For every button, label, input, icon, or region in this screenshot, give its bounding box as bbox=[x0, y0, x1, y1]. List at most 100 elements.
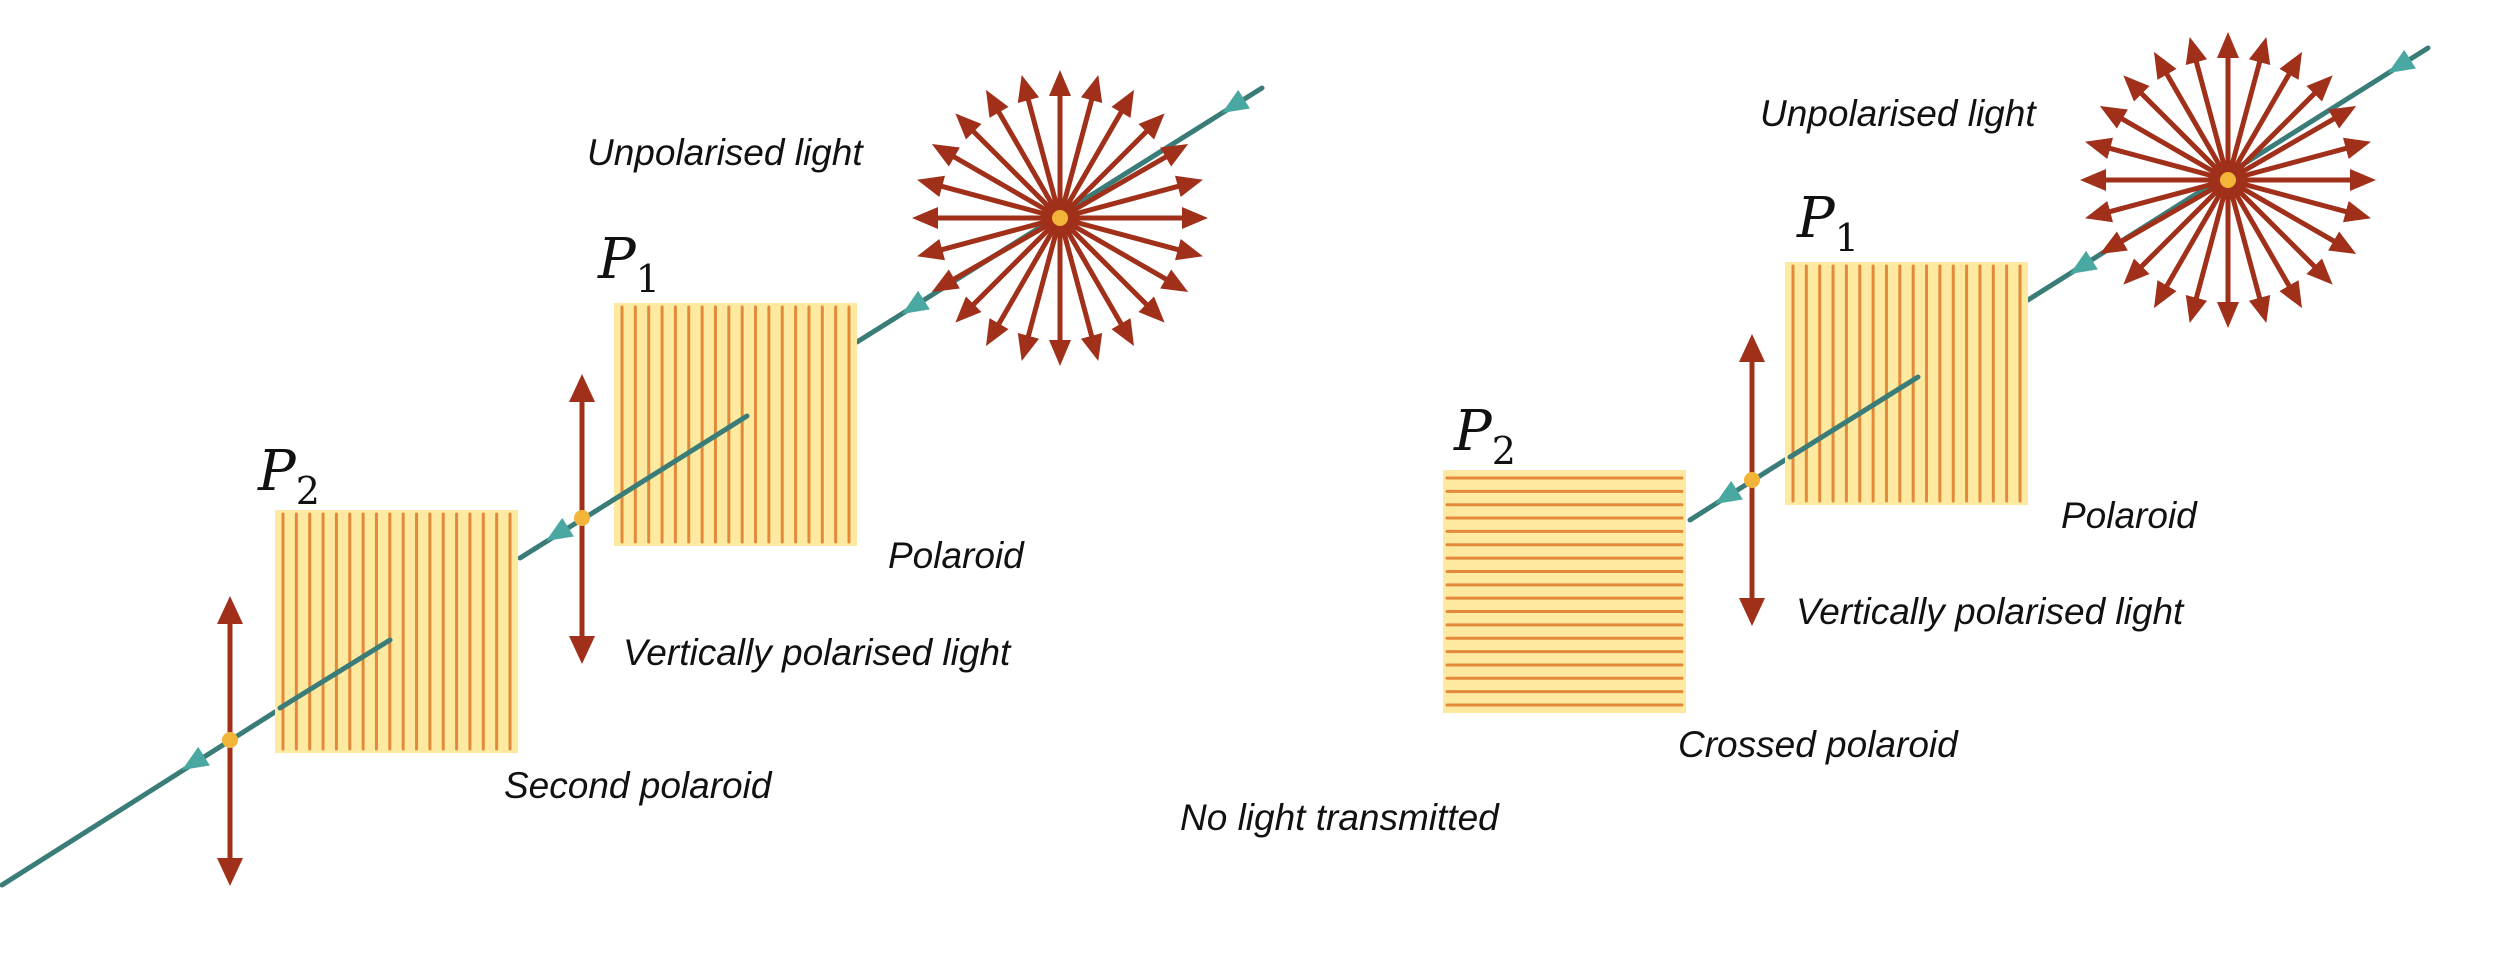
right-polaroid-label: Polaroid bbox=[2061, 495, 2198, 536]
left-panel: Unpolarised light P1 P2 Polaroid Vertica… bbox=[0, 70, 1265, 888]
left-unpolarised-label: Unpolarised light bbox=[587, 132, 864, 173]
right-ray-arrow-top bbox=[2388, 49, 2416, 73]
left-burst-center-dot bbox=[1052, 210, 1068, 226]
left-burst-arrow-head bbox=[1049, 70, 1071, 96]
left-burst-arrow-head bbox=[986, 89, 1009, 118]
right-burst-arrow-head bbox=[2306, 258, 2333, 285]
right-burst-arrow-head bbox=[2306, 75, 2333, 102]
right-burst-arrow-head bbox=[2248, 37, 2271, 66]
right-burst-arrow-head bbox=[2185, 294, 2208, 323]
left-vertical-label: Vertically polarised light bbox=[623, 632, 1012, 673]
left-burst-arrow-head bbox=[986, 318, 1009, 347]
left-vert2-dot bbox=[222, 732, 238, 748]
right-burst-arrow-head bbox=[2217, 32, 2239, 58]
left-transmitted-polarisation-arrow bbox=[217, 596, 243, 886]
left-vert1-up-head bbox=[569, 374, 595, 402]
left-burst-arrow-shaft bbox=[1057, 182, 1186, 221]
right-burst-arrow-shaft bbox=[2115, 177, 2231, 247]
left-burst-arrow-shaft bbox=[947, 151, 1063, 221]
left-burst-arrow-shaft bbox=[967, 125, 1063, 221]
right-ray-arrow-lower bbox=[1715, 480, 1743, 504]
right-burst-arrow-shaft bbox=[2102, 177, 2231, 216]
left-vert2-up-head bbox=[217, 596, 243, 624]
right-burst-arrow-head bbox=[2154, 51, 2177, 80]
left-burst-arrow-head bbox=[1017, 332, 1040, 361]
right-burst-arrow-shaft bbox=[2115, 113, 2231, 183]
left-burst-arrow-head bbox=[1138, 113, 1165, 140]
left-p2-subscript: 2 bbox=[296, 469, 320, 513]
right-burst-arrow-shaft bbox=[2225, 67, 2295, 183]
left-burst-arrow-head bbox=[1160, 269, 1189, 292]
right-ray-inside-p1 bbox=[1787, 374, 1921, 460]
left-burst-arrow-head bbox=[1080, 332, 1103, 361]
left-ray-arrow-bottom bbox=[182, 746, 210, 770]
right-p2-subscript: 2 bbox=[1492, 429, 1516, 473]
left-burst-arrow-head bbox=[1174, 238, 1203, 261]
left-p1-letter: P bbox=[597, 227, 637, 292]
right-burst-arrow-shaft bbox=[2225, 144, 2354, 183]
left-burst-arrow-shaft bbox=[947, 215, 1063, 285]
right-burst-arrow-head bbox=[2185, 37, 2208, 66]
left-p2-letter: P bbox=[257, 439, 297, 504]
left-burst-arrow-head bbox=[1111, 89, 1134, 118]
right-vert1-dot bbox=[1744, 472, 1760, 488]
right-vert1-up-head bbox=[1739, 334, 1765, 362]
right-burst-arrow-shaft bbox=[2225, 177, 2321, 273]
left-vert1-dot bbox=[574, 510, 590, 526]
left-burst-arrow-shaft bbox=[1057, 151, 1173, 221]
left-burst-arrow-head bbox=[917, 175, 946, 198]
right-burst-center-dot bbox=[2220, 172, 2236, 188]
right-burst-arrow-shaft bbox=[2192, 54, 2231, 183]
left-burst-arrow-shaft bbox=[1057, 215, 1173, 285]
left-ray-arrow-top bbox=[1222, 89, 1250, 113]
right-burst-arrow-shaft bbox=[2161, 67, 2231, 183]
left-ray-inside-p1 bbox=[580, 413, 750, 522]
left-burst-arrow-head bbox=[1174, 175, 1203, 198]
right-p1-subscript: 1 bbox=[1835, 216, 1859, 260]
right-vertical-label: Vertically polarised light bbox=[1796, 591, 2185, 632]
left-burst-arrow-shaft bbox=[934, 182, 1063, 221]
left-burst-arrow-shaft bbox=[1057, 92, 1096, 221]
right-p1-label: P1 bbox=[1796, 186, 1859, 260]
right-burst-arrow-head bbox=[2154, 280, 2177, 309]
right-burst-arrow-head bbox=[2123, 75, 2150, 102]
left-burst-arrow-head bbox=[1182, 207, 1208, 229]
right-unpolarised-starburst bbox=[2080, 32, 2376, 328]
right-burst-arrow-shaft bbox=[2225, 177, 2295, 293]
left-burst-arrow-shaft bbox=[1024, 92, 1063, 221]
left-p1-subscript: 1 bbox=[636, 257, 660, 301]
left-ray-arrow-lower bbox=[546, 517, 574, 541]
left-polaroid-label: Polaroid bbox=[888, 535, 1025, 576]
left-burst-arrow-shaft bbox=[993, 215, 1063, 331]
left-p2-sheet bbox=[275, 510, 518, 753]
left-p2-label: P2 bbox=[257, 439, 320, 513]
right-p2-sheet bbox=[1443, 470, 1686, 713]
right-burst-arrow-head bbox=[2099, 106, 2128, 129]
right-burst-arrow-head bbox=[2342, 137, 2371, 160]
right-burst-arrow-head bbox=[2085, 137, 2114, 160]
right-burst-arrow-head bbox=[2085, 200, 2114, 223]
right-burst-arrow-shaft bbox=[2225, 54, 2264, 183]
left-burst-arrow-shaft bbox=[1057, 215, 1127, 331]
right-burst-arrow-shaft bbox=[2225, 87, 2321, 183]
left-burst-arrow-shaft bbox=[934, 215, 1063, 254]
right-burst-arrow-head bbox=[2279, 51, 2302, 80]
right-burst-arrow-shaft bbox=[2225, 177, 2354, 216]
left-burst-arrow-head bbox=[955, 296, 982, 323]
left-burst-arrow-head bbox=[1049, 340, 1071, 366]
right-p2-label: P2 bbox=[1453, 399, 1516, 473]
left-second-polaroid-label: Second polaroid bbox=[504, 765, 773, 806]
left-vert1-down-head bbox=[569, 636, 595, 664]
right-vertical-polarisation-arrow bbox=[1739, 334, 1765, 626]
left-burst-arrow-head bbox=[931, 144, 960, 167]
right-ray-arrow-mid bbox=[2070, 250, 2098, 274]
right-burst-arrow-head bbox=[2279, 280, 2302, 309]
right-burst-arrow-shaft bbox=[2102, 144, 2231, 183]
right-burst-arrow-shaft bbox=[2225, 177, 2264, 306]
left-burst-arrow-head bbox=[917, 238, 946, 261]
left-vert2-down-head bbox=[217, 858, 243, 886]
right-burst-arrow-head bbox=[2123, 258, 2150, 285]
left-burst-arrow-shaft bbox=[1057, 215, 1096, 344]
right-panel: Unpolarised light P1 P2 Polaroid Vertica… bbox=[1180, 32, 2431, 838]
right-unpolarised-label: Unpolarised light bbox=[1760, 93, 2037, 134]
